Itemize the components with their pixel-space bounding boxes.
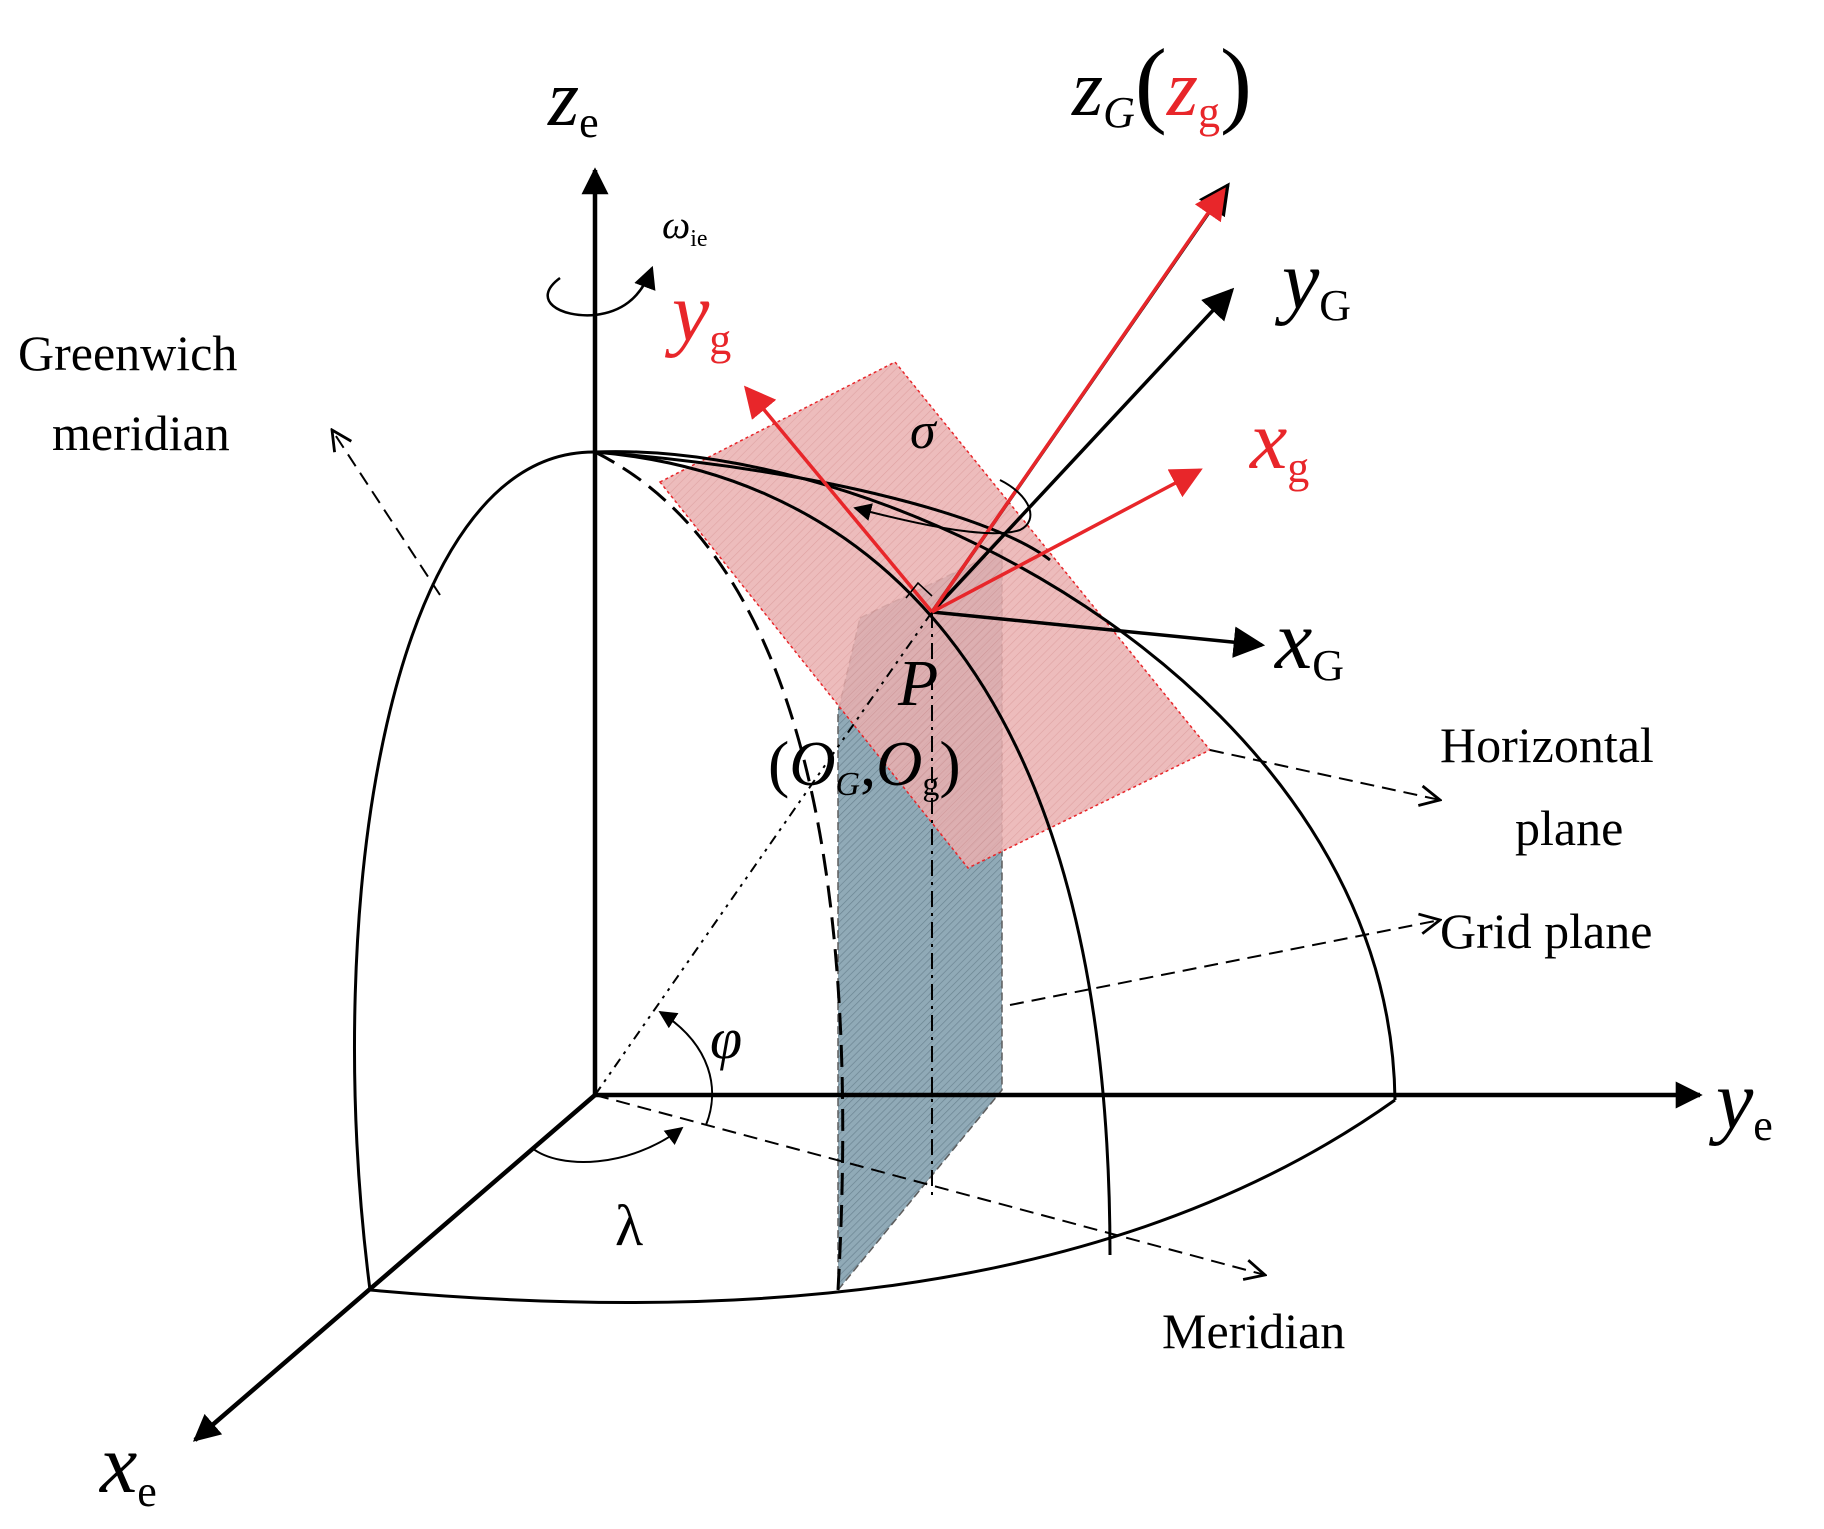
- ze-axis-label: ze: [547, 55, 599, 147]
- phi-label: φ: [710, 1006, 742, 1071]
- meridian-label: Meridian: [1162, 1303, 1345, 1359]
- xe-axis-label: xe: [98, 1418, 157, 1516]
- greenwich-label-line2: meridian: [52, 405, 230, 461]
- lambda-angle-arc: [531, 1126, 684, 1163]
- xG-axis-label: xG: [1273, 594, 1344, 690]
- grid-plane-label: Grid plane: [1440, 903, 1652, 959]
- yg-axis-label: yg: [664, 266, 731, 364]
- xg-axis-label: xg: [1248, 394, 1309, 492]
- xe-axis: [192, 1093, 597, 1442]
- right-angle-marker: [905, 581, 933, 599]
- point-p-label: P: [897, 647, 938, 720]
- omega-ie-label: ωie: [662, 202, 708, 252]
- geographic-frame-axes: [743, 187, 1226, 614]
- earth-rotation-arrow: [546, 265, 656, 317]
- lambda-label: λ: [615, 1193, 643, 1258]
- horizontal-label-line1: Horizontal: [1440, 717, 1654, 773]
- greenwich-label-line1: Greenwich: [18, 325, 237, 381]
- zG-zg-axis-label: zG(zg): [1071, 29, 1252, 137]
- phi-angle-arc: [658, 1011, 714, 1126]
- horizontal-label-line2: plane: [1515, 800, 1623, 856]
- origin-label: (OG,Og): [768, 728, 961, 803]
- yG-axis-label: yG: [1274, 234, 1351, 330]
- meridian-through-p: [594, 450, 845, 1291]
- sphere-outline: [353, 450, 1397, 1304]
- leader-lines: [332, 430, 1440, 1006]
- sigma-angle-arc: [853, 479, 1032, 535]
- sigma-label: σ: [910, 403, 938, 460]
- ye-axis-label: ye: [1708, 1054, 1773, 1150]
